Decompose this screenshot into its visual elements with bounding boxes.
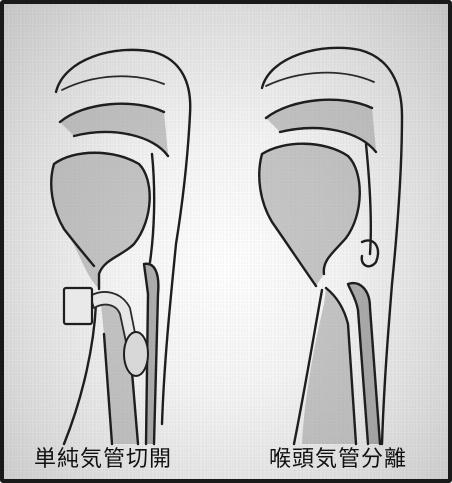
right-panel-anatomy [259,48,402,444]
left-pharynx-wall [150,154,154,262]
left-trach-flange [64,288,92,324]
right-nasal-line [266,73,374,86]
right-trachea [302,288,356,444]
right-tongue [259,144,360,286]
airway-diagram [4,4,448,479]
caption-laryngotracheal-separation: 喉頭気管分離 [269,441,407,473]
right-pharynx-wall [366,144,371,254]
caption-simple-tracheostomy: 単純気管切開 [34,441,172,473]
left-nasal-line [62,76,164,90]
left-panel-anatomy [51,50,190,444]
left-trach-cuff [124,332,148,376]
